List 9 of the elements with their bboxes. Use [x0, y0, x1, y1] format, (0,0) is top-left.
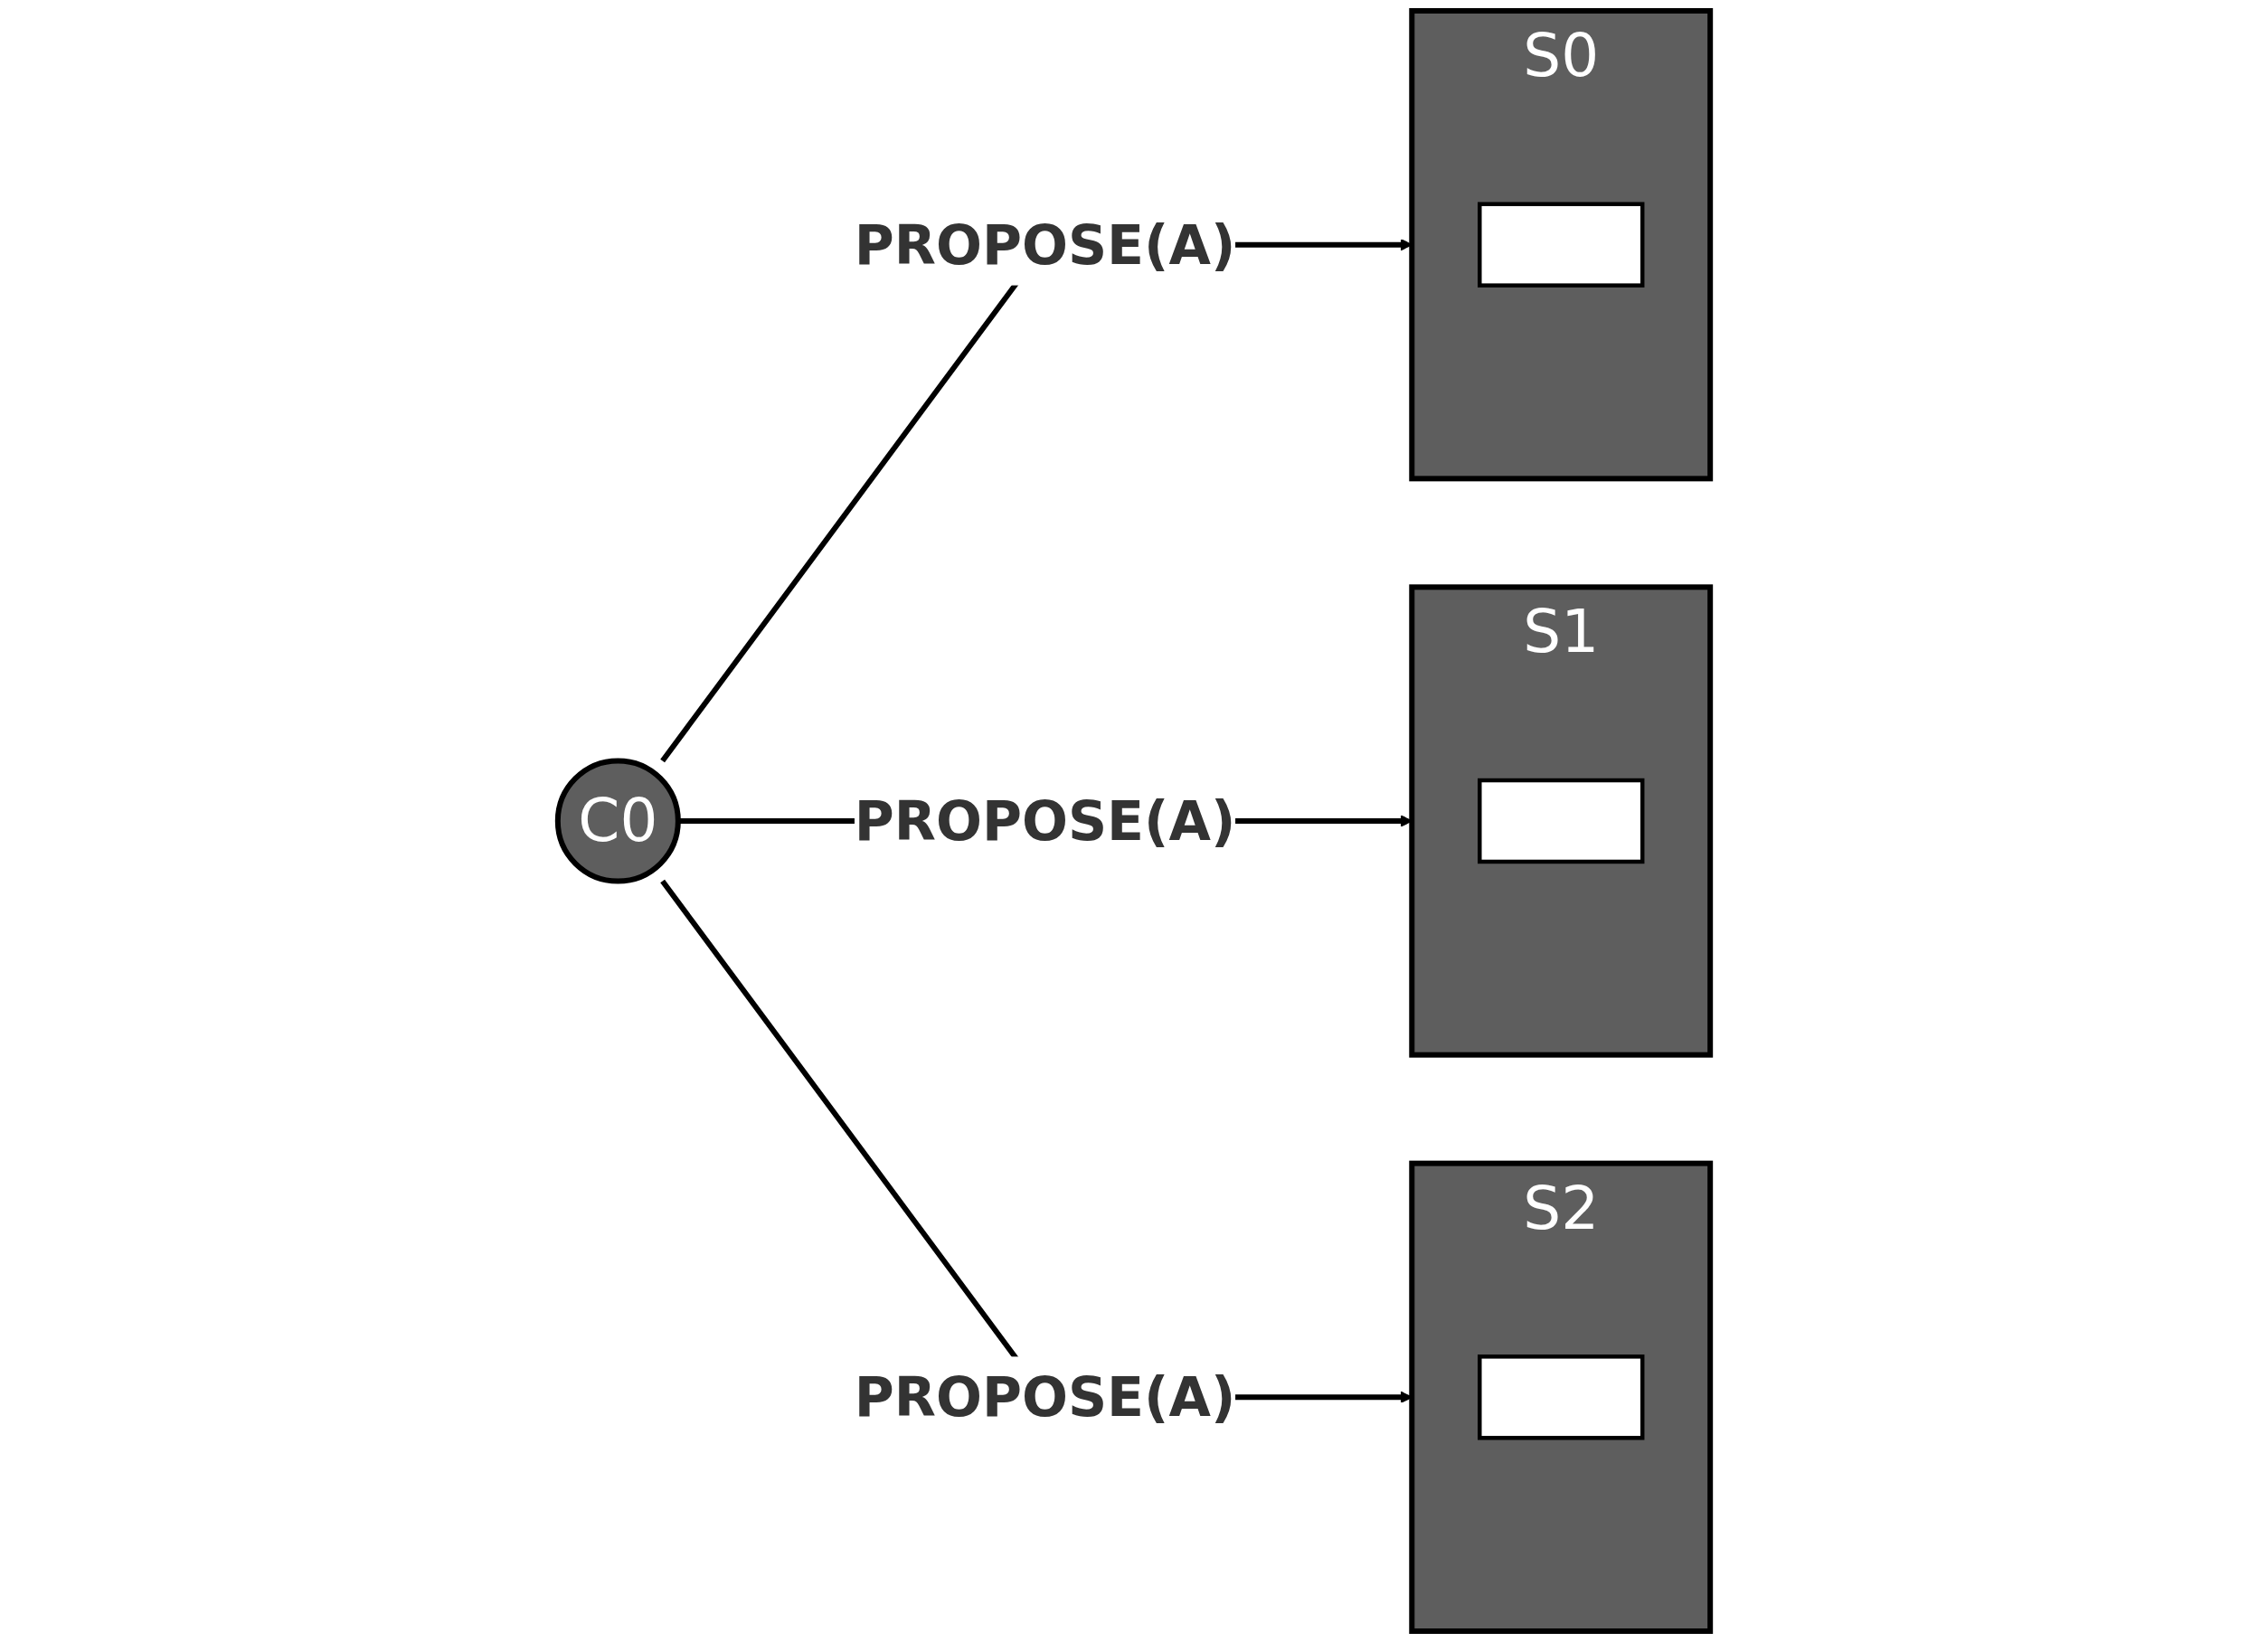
edge-label: PROPOSE(A)	[854, 213, 1236, 277]
cluster: S0	[1409, 8, 1714, 482]
node-box	[1478, 778, 1645, 864]
cluster: S2	[1409, 1160, 1714, 1634]
edge-label: PROPOSE(A)	[854, 1365, 1236, 1429]
node-box	[1478, 202, 1645, 288]
node-circle: C0	[554, 758, 681, 884]
cluster: S1	[1409, 584, 1714, 1058]
node-box	[1478, 1354, 1645, 1440]
